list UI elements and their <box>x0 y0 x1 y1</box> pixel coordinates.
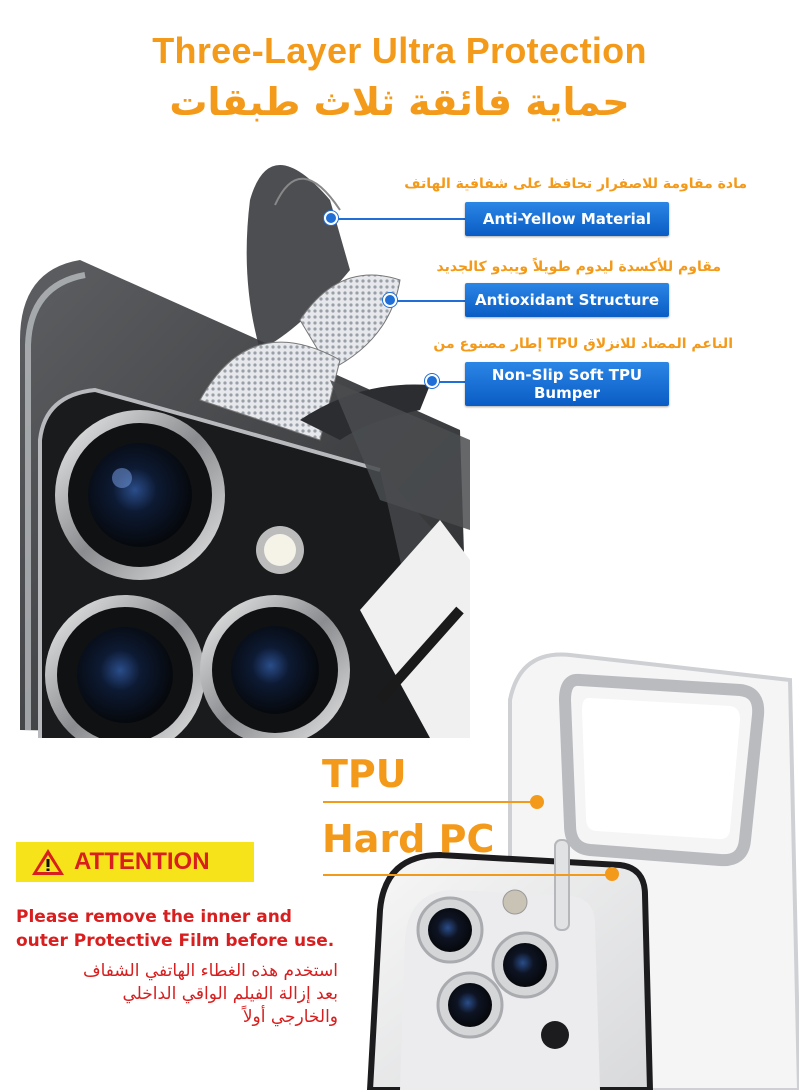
hard-pc-layer-label: Hard PC <box>322 817 495 861</box>
callout-dot <box>425 374 439 388</box>
callout-leader-line <box>333 218 465 220</box>
hard-pc-leader-line <box>323 874 610 876</box>
page-title: Three-Layer Ultra Protection <box>152 30 647 71</box>
feature-antioxidant-arabic: مقاوم للأكسدة ليدوم طويلاً ويبدو كالجديد <box>436 259 721 275</box>
callout-dot <box>324 211 338 225</box>
antioxidant-structure-label: Antioxidant Structure <box>465 283 669 317</box>
callout-dot <box>383 293 397 307</box>
attention-banner: ATTENTION <box>16 842 254 882</box>
attention-message-arabic: استخدم هذه الغطاء الهاتفي الشفاف بعد إزا… <box>82 961 338 1027</box>
attention-heading: ATTENTION <box>74 848 210 875</box>
attention-message-english: Please remove the inner and outer Protec… <box>16 907 335 951</box>
warning-triangle-icon <box>32 849 64 875</box>
phone-case-frame-photo <box>360 640 799 1090</box>
tpu-leader-line <box>323 801 535 803</box>
tpu-layer-label: TPU <box>322 752 407 796</box>
hard-pc-leader-dot <box>605 867 619 881</box>
callout-leader-line <box>438 381 466 383</box>
phone-closeup-photo <box>0 140 470 738</box>
non-slip-bumper-label: Non-Slip Soft TPU Bumper <box>465 362 669 406</box>
feature-bumper-arabic: الناعم المضاد للانزلاق TPU إطار مصنوع من <box>433 336 733 352</box>
page-title-arabic: حماية فائقة ثلاث طبقات <box>169 80 630 124</box>
callout-leader-line <box>392 300 466 302</box>
tpu-leader-dot <box>530 795 544 809</box>
anti-yellow-material-label: Anti-Yellow Material <box>465 202 669 236</box>
feature-anti-yellow-arabic: مادة مقاومة للاصفرار تحافظ على شفافية ال… <box>404 176 747 192</box>
